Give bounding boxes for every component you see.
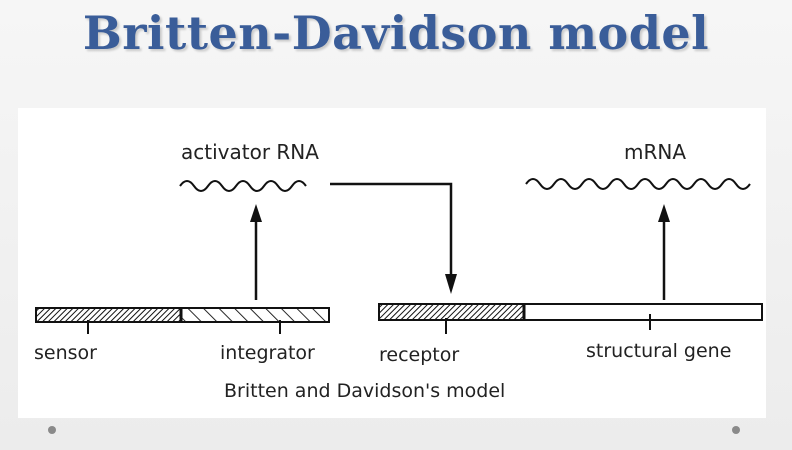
mrna-wave — [525, 178, 751, 190]
integrator-segment — [180, 307, 330, 323]
diagram-caption: Britten and Davidson's model — [224, 380, 506, 402]
structural-gene-label: structural gene — [586, 340, 732, 362]
slide-title: Britten-Davidson model — [82, 6, 710, 60]
structural-gene-up-arrowhead — [658, 204, 670, 222]
receptor-down-arrowhead — [445, 274, 457, 294]
activator-to-receptor-arrow — [330, 182, 453, 276]
receptor-label: receptor — [379, 344, 460, 366]
activator-rna-wave — [179, 180, 307, 192]
structural-gene-segment — [523, 303, 763, 321]
activator-rna-label: activator RNA — [181, 140, 319, 164]
diagram-graphics — [35, 178, 763, 334]
sensor-segment — [35, 307, 182, 323]
left-bullet-dot — [48, 426, 56, 434]
right-bullet-dot — [732, 426, 740, 434]
diagram-figure: activator RNA mRNA sensor integrator rec… — [18, 108, 766, 418]
integrator-label: integrator — [220, 342, 315, 364]
sensor-label: sensor — [34, 342, 97, 364]
mrna-label: mRNA — [624, 140, 687, 164]
integrator-up-arrowhead — [250, 204, 262, 222]
receptor-segment — [378, 303, 525, 321]
